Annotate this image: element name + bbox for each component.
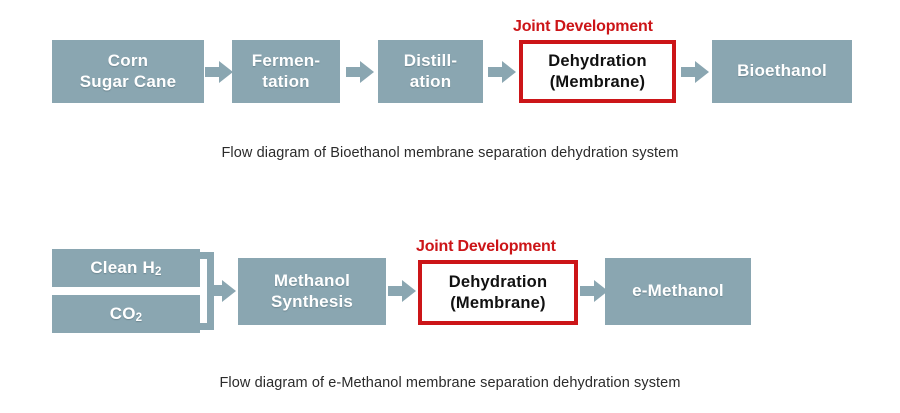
caption-bioethanol: Flow diagram of Bioethanol membrane sepa… <box>221 145 679 161</box>
node-label-line: Dehydration <box>548 52 647 71</box>
node-label-line: Synthesis <box>270 291 354 311</box>
caption-emethanol: Flow diagram of e-Methanol membrane sepa… <box>219 375 681 391</box>
flow-diagram-bioethanol: Corn Sugar Cane Fermen- tation Distill- … <box>0 0 900 200</box>
node-corn-sugar-cane[interactable]: Corn Sugar Cane <box>52 40 204 103</box>
node-clean-h2[interactable]: Clean H2 <box>52 249 200 287</box>
node-label-line: (Membrane) <box>549 72 646 91</box>
node-label-line: tation <box>262 71 310 91</box>
arrow-synthesis-to-dehydration <box>388 279 416 303</box>
node-label-line: CO2 <box>109 303 143 325</box>
node-e-methanol[interactable]: e-Methanol <box>605 258 751 325</box>
node-label-line: Bioethanol <box>737 61 827 81</box>
flow-diagram-emethanol: Clean H2 CO2 Methanol Synthesis Joint De… <box>0 220 900 413</box>
joint-development-label-emethanol: Joint Development <box>416 238 556 255</box>
node-co2[interactable]: CO2 <box>52 295 200 333</box>
node-label-line: Clean H2 <box>90 257 162 279</box>
node-label-line: Corn <box>107 50 149 70</box>
arrow-feedstock-to-fermentation <box>205 60 233 84</box>
node-methanol-synthesis[interactable]: Methanol Synthesis <box>238 258 386 325</box>
node-label-line: Methanol <box>273 270 351 290</box>
node-dehydration-membrane[interactable]: Dehydration (Membrane) <box>418 260 578 325</box>
node-label-line: ation <box>409 71 452 91</box>
arrow-distillation-to-dehydration <box>488 60 516 84</box>
arrow-feeds-to-methanol-synthesis <box>208 279 236 303</box>
node-dehydration-membrane[interactable]: Dehydration (Membrane) <box>519 40 676 103</box>
joint-development-label-bioethanol: Joint Development <box>513 18 653 35</box>
node-bioethanol[interactable]: Bioethanol <box>712 40 852 103</box>
node-fermentation[interactable]: Fermen- tation <box>232 40 340 103</box>
node-label-line: (Membrane) <box>450 293 546 312</box>
node-distillation[interactable]: Distill- ation <box>378 40 483 103</box>
node-label-line: Dehydration <box>448 273 548 292</box>
arrow-dehydration-to-e-methanol <box>580 279 608 303</box>
node-label-line: Sugar Cane <box>79 71 177 91</box>
arrow-fermentation-to-distillation <box>346 60 374 84</box>
arrow-dehydration-to-bioethanol <box>681 60 709 84</box>
node-label-line: Distill- <box>403 50 458 70</box>
node-label-line: Fermen- <box>251 50 321 70</box>
node-label-line: e-Methanol <box>632 281 724 301</box>
